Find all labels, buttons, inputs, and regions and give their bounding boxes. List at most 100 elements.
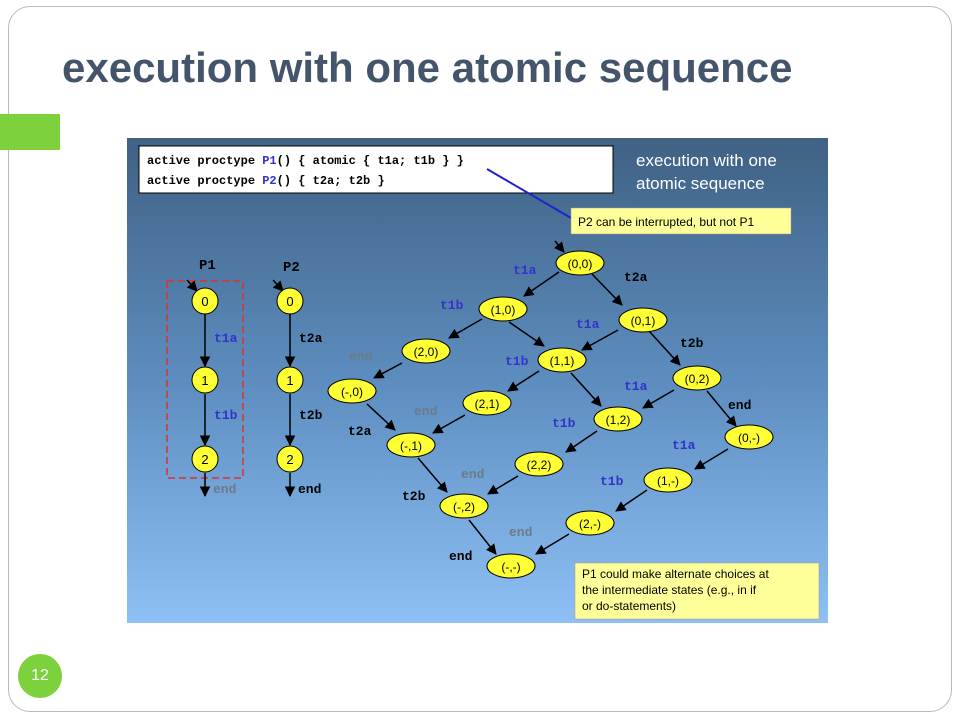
p2-edge-end-label: end: [298, 482, 321, 497]
state-mm-label: (-,-): [501, 560, 520, 574]
code-box: [138, 145, 614, 194]
label-t2a-m0: t2a: [348, 424, 372, 439]
label-t1a-00: t1a: [513, 263, 537, 278]
p2-state-2: [276, 445, 304, 473]
code-line-1-body: () { atomic { t1a; t1b } }: [277, 154, 464, 168]
callout-top-text: P2 can be interrupted, but not P1: [578, 215, 754, 229]
code-line-2-body: () { t2a; t2b }: [277, 174, 385, 188]
state-21-label: (2,1): [475, 397, 500, 411]
state-11-label: (1,1): [550, 354, 575, 368]
p2-state-2-label: 2: [286, 452, 293, 467]
label-t1a-0m: t1a: [672, 438, 696, 453]
label-end-21: end: [414, 404, 437, 419]
p2-state-1-label: 1: [286, 373, 293, 388]
edge-0m-1m: [694, 448, 729, 470]
edge-12-22: [565, 430, 598, 453]
callout-bottom-line-2: the intermediate states (e.g., in if: [582, 583, 757, 597]
p1-state-2: [191, 445, 219, 473]
label-t1b-11: t1b: [505, 354, 529, 369]
code-line-2-proc: P2: [262, 174, 276, 188]
edge-m2-mm: [468, 519, 497, 555]
p1-state-1-label: 1: [201, 373, 208, 388]
state-00-label: (0,0): [568, 257, 593, 271]
state-m0: (-,0): [327, 378, 377, 404]
panel-heading-line-2: atomic sequence: [636, 174, 765, 193]
label-end-0m: end: [728, 398, 751, 413]
state-12: (1,2): [593, 406, 643, 432]
label-end-m2: end: [449, 549, 472, 564]
state-1m-label: (1,-): [657, 474, 679, 488]
state-graph-edges: [366, 240, 737, 555]
edge-m1-m2: [417, 457, 448, 493]
state-02: (0,2): [672, 365, 722, 391]
label-end-22: end: [461, 467, 484, 482]
p2-state-0-label: 0: [286, 294, 293, 309]
edge-00-10: [523, 271, 560, 297]
state-1m: (1,-): [643, 467, 693, 493]
label-t1b-12: t1b: [552, 416, 576, 431]
p1-state-0: [191, 287, 219, 315]
state-01-label: (0,1): [631, 314, 656, 328]
state-10-label: (1,0): [491, 303, 516, 317]
state-2m-label: (2,-): [579, 517, 601, 531]
state-20-label: (2,0): [414, 345, 439, 359]
label-t1a-02: t1a: [624, 379, 648, 394]
state-21: (2,1): [462, 390, 512, 416]
callout-bottom-box: [574, 562, 820, 620]
edge-m0-m1: [366, 403, 396, 431]
edge-10-11: [508, 321, 545, 347]
state-22: (2,2): [514, 451, 564, 477]
p1-label: P1: [199, 258, 216, 274]
state-mm: (-,-): [486, 553, 536, 579]
p1-state-2-label: 2: [201, 452, 208, 467]
edge-20-m0: [373, 362, 403, 379]
edge-22-m2: [487, 475, 519, 495]
state-11: (1,1): [537, 347, 587, 373]
callout-bottom-line-3: or do-statements): [582, 599, 676, 613]
panel-heading-line-1: execution with one: [636, 151, 777, 170]
edge-1m-2m: [615, 489, 648, 512]
code-line-2-prefix: active proctype: [147, 174, 262, 188]
edge-01-02: [648, 330, 681, 366]
page-number-badge: 12: [18, 654, 62, 698]
label-end-20: end: [349, 349, 372, 364]
accent-bar: [0, 114, 60, 150]
state-m2-label: (-,2): [453, 500, 475, 514]
state-m2: (-,2): [439, 493, 489, 519]
edge-11-12: [570, 372, 602, 407]
code-line-2: active proctype P2() { t2a; t2b }: [147, 174, 385, 188]
p2-edge-t2b-label: t2b: [299, 408, 323, 423]
edge-21-m1: [432, 414, 466, 434]
p2-state-0: [276, 287, 304, 315]
p1-state-0-label: 0: [201, 294, 208, 309]
edge-00-01: [591, 273, 623, 306]
callout-pointer-line: [486, 168, 572, 219]
label-t2a-00: t2a: [624, 270, 648, 285]
state-22-label: (2,2): [527, 458, 552, 472]
p1-edge-end-label: end: [213, 482, 236, 497]
state-m1: (-,1): [386, 432, 436, 458]
code-line-1: active proctype P1() { atomic { t1a; t1b…: [147, 154, 464, 168]
p2-label: P2: [283, 260, 300, 276]
state-2m: (2,-): [565, 510, 615, 536]
p1-edge-t1b-label: t1b: [214, 408, 238, 423]
p2-edge-t2a-label: t2a: [299, 331, 323, 346]
p1-edge-t1a-label: t1a: [214, 331, 238, 346]
state-00: (0,0): [555, 250, 605, 276]
edge-01-11: [581, 329, 619, 351]
edge-02-12: [642, 389, 675, 409]
state-m0-label: (-,0): [341, 385, 363, 399]
p1-state-1: [191, 366, 219, 394]
edge-11-21: [507, 370, 540, 392]
state-20: (2,0): [401, 338, 451, 364]
edge-initial: [553, 240, 565, 253]
callout-bottom-line-1: P1 could make alternate choices at: [582, 567, 769, 581]
state-02-label: (0,2): [685, 372, 710, 386]
state-m1-label: (-,1): [400, 439, 422, 453]
slide-title: execution with one atomic sequence: [62, 44, 793, 91]
p2-init-arrow: [272, 279, 284, 292]
label-t1b-1m: t1b: [600, 474, 624, 489]
callout-top-box: [570, 207, 792, 235]
p1-init-arrow: [186, 279, 198, 292]
p2-state-1: [276, 366, 304, 394]
